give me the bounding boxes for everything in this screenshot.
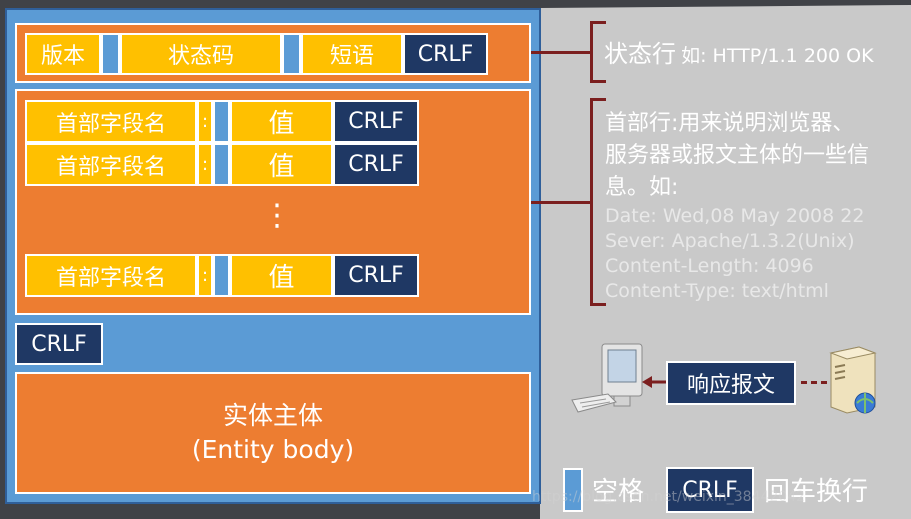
legend-space-swatch <box>563 468 583 512</box>
response-message-label: 响应报文 <box>686 373 775 398</box>
computer-icon <box>571 343 643 413</box>
header-field-name: 首部字段名 <box>25 100 197 143</box>
header-value-field: 值 <box>230 254 333 297</box>
header-annotation-line: 首部行:用来说明浏览器、 <box>605 111 855 136</box>
status-bracket <box>590 21 606 83</box>
version-label: 版本 <box>40 44 85 69</box>
colon-label: : <box>201 111 209 132</box>
status-leader-line <box>531 51 590 54</box>
header-field-name-label: 首部字段名 <box>55 111 166 137</box>
phrase-label: 短语 <box>329 44 374 69</box>
header-value-label: 值 <box>268 263 295 293</box>
status-code-label: 状态码 <box>167 44 234 69</box>
entity-body-subtitle: (Entity body) <box>191 435 355 464</box>
header-example-line: Sever: Apache/1.3.2(Unix) <box>605 230 855 252</box>
crlf-label: CRLF <box>348 109 404 134</box>
crlf-label: CRLF <box>31 331 87 357</box>
header-example-line: Content-Type: text/html <box>605 280 829 302</box>
crlf-box: CRLF <box>333 100 419 143</box>
header-value-label: 值 <box>268 152 295 182</box>
crlf-box: CRLF <box>333 143 419 186</box>
entity-body-box: 实体主体 (Entity body) <box>15 372 531 494</box>
legend-crlf-label: 回车换行 <box>764 477 869 507</box>
colon-label: : <box>201 154 209 175</box>
ellipsis: ⋮ <box>262 198 292 233</box>
space-marker <box>282 33 301 75</box>
crlf-label: CRLF <box>348 263 404 288</box>
header-value-field: 值 <box>230 143 333 186</box>
header-value-field: 值 <box>230 100 333 143</box>
space-marker <box>213 100 230 143</box>
colon-box: : <box>197 254 213 297</box>
entity-body-title: 实体主体 <box>222 401 323 430</box>
version-field: 版本 <box>25 33 101 75</box>
status-annotation-example: 如: HTTP/1.1 200 OK <box>681 45 874 67</box>
space-marker <box>101 33 120 75</box>
status-annotation-title: 状态行 <box>604 40 676 68</box>
colon-label: : <box>201 265 209 286</box>
header-field-name-label: 首部字段名 <box>55 154 166 180</box>
phrase-field: 短语 <box>301 33 403 75</box>
header-example-line: Date: Wed,08 May 2008 22 <box>605 205 865 227</box>
response-message-box: 响应报文 <box>666 361 796 405</box>
header-leader-line <box>531 201 590 204</box>
response-arrow <box>642 376 668 388</box>
header-annotation: 首部行:用来说明浏览器、 服务器或报文主体的一些信 息。如: Date: Wed… <box>605 108 905 304</box>
watermark: https://blog.csdn.net/weixin_38442042 <box>532 489 806 505</box>
server-connection-dash <box>801 381 827 384</box>
crlf-label: CRLF <box>682 477 738 503</box>
space-marker <box>213 143 230 186</box>
header-field-name: 首部字段名 <box>25 254 197 297</box>
legend-space-label: 空格 <box>592 477 645 507</box>
crlf-label: CRLF <box>348 152 404 177</box>
header-annotation-line: 服务器或报文主体的一些信 <box>605 143 870 168</box>
header-value-label: 值 <box>268 109 295 139</box>
blank-line-crlf-box: CRLF <box>15 323 103 365</box>
space-marker <box>213 254 230 297</box>
legend-crlf-box: CRLF <box>666 467 754 513</box>
status-code-field: 状态码 <box>120 33 282 75</box>
crlf-box: CRLF <box>403 33 488 75</box>
header-bracket <box>590 98 606 306</box>
header-annotation-line: 息。如: <box>605 175 679 200</box>
status-annotation: 状态行 如: HTTP/1.1 200 OK <box>604 34 904 69</box>
colon-box: : <box>197 100 213 143</box>
crlf-label: CRLF <box>417 41 474 67</box>
header-field-name-label: 首部字段名 <box>55 265 166 291</box>
header-example-line: Content-Length: 4096 <box>605 255 814 277</box>
header-field-name: 首部字段名 <box>25 143 197 186</box>
crlf-box: CRLF <box>333 254 419 297</box>
colon-box: : <box>197 143 213 186</box>
server-icon <box>829 346 877 414</box>
